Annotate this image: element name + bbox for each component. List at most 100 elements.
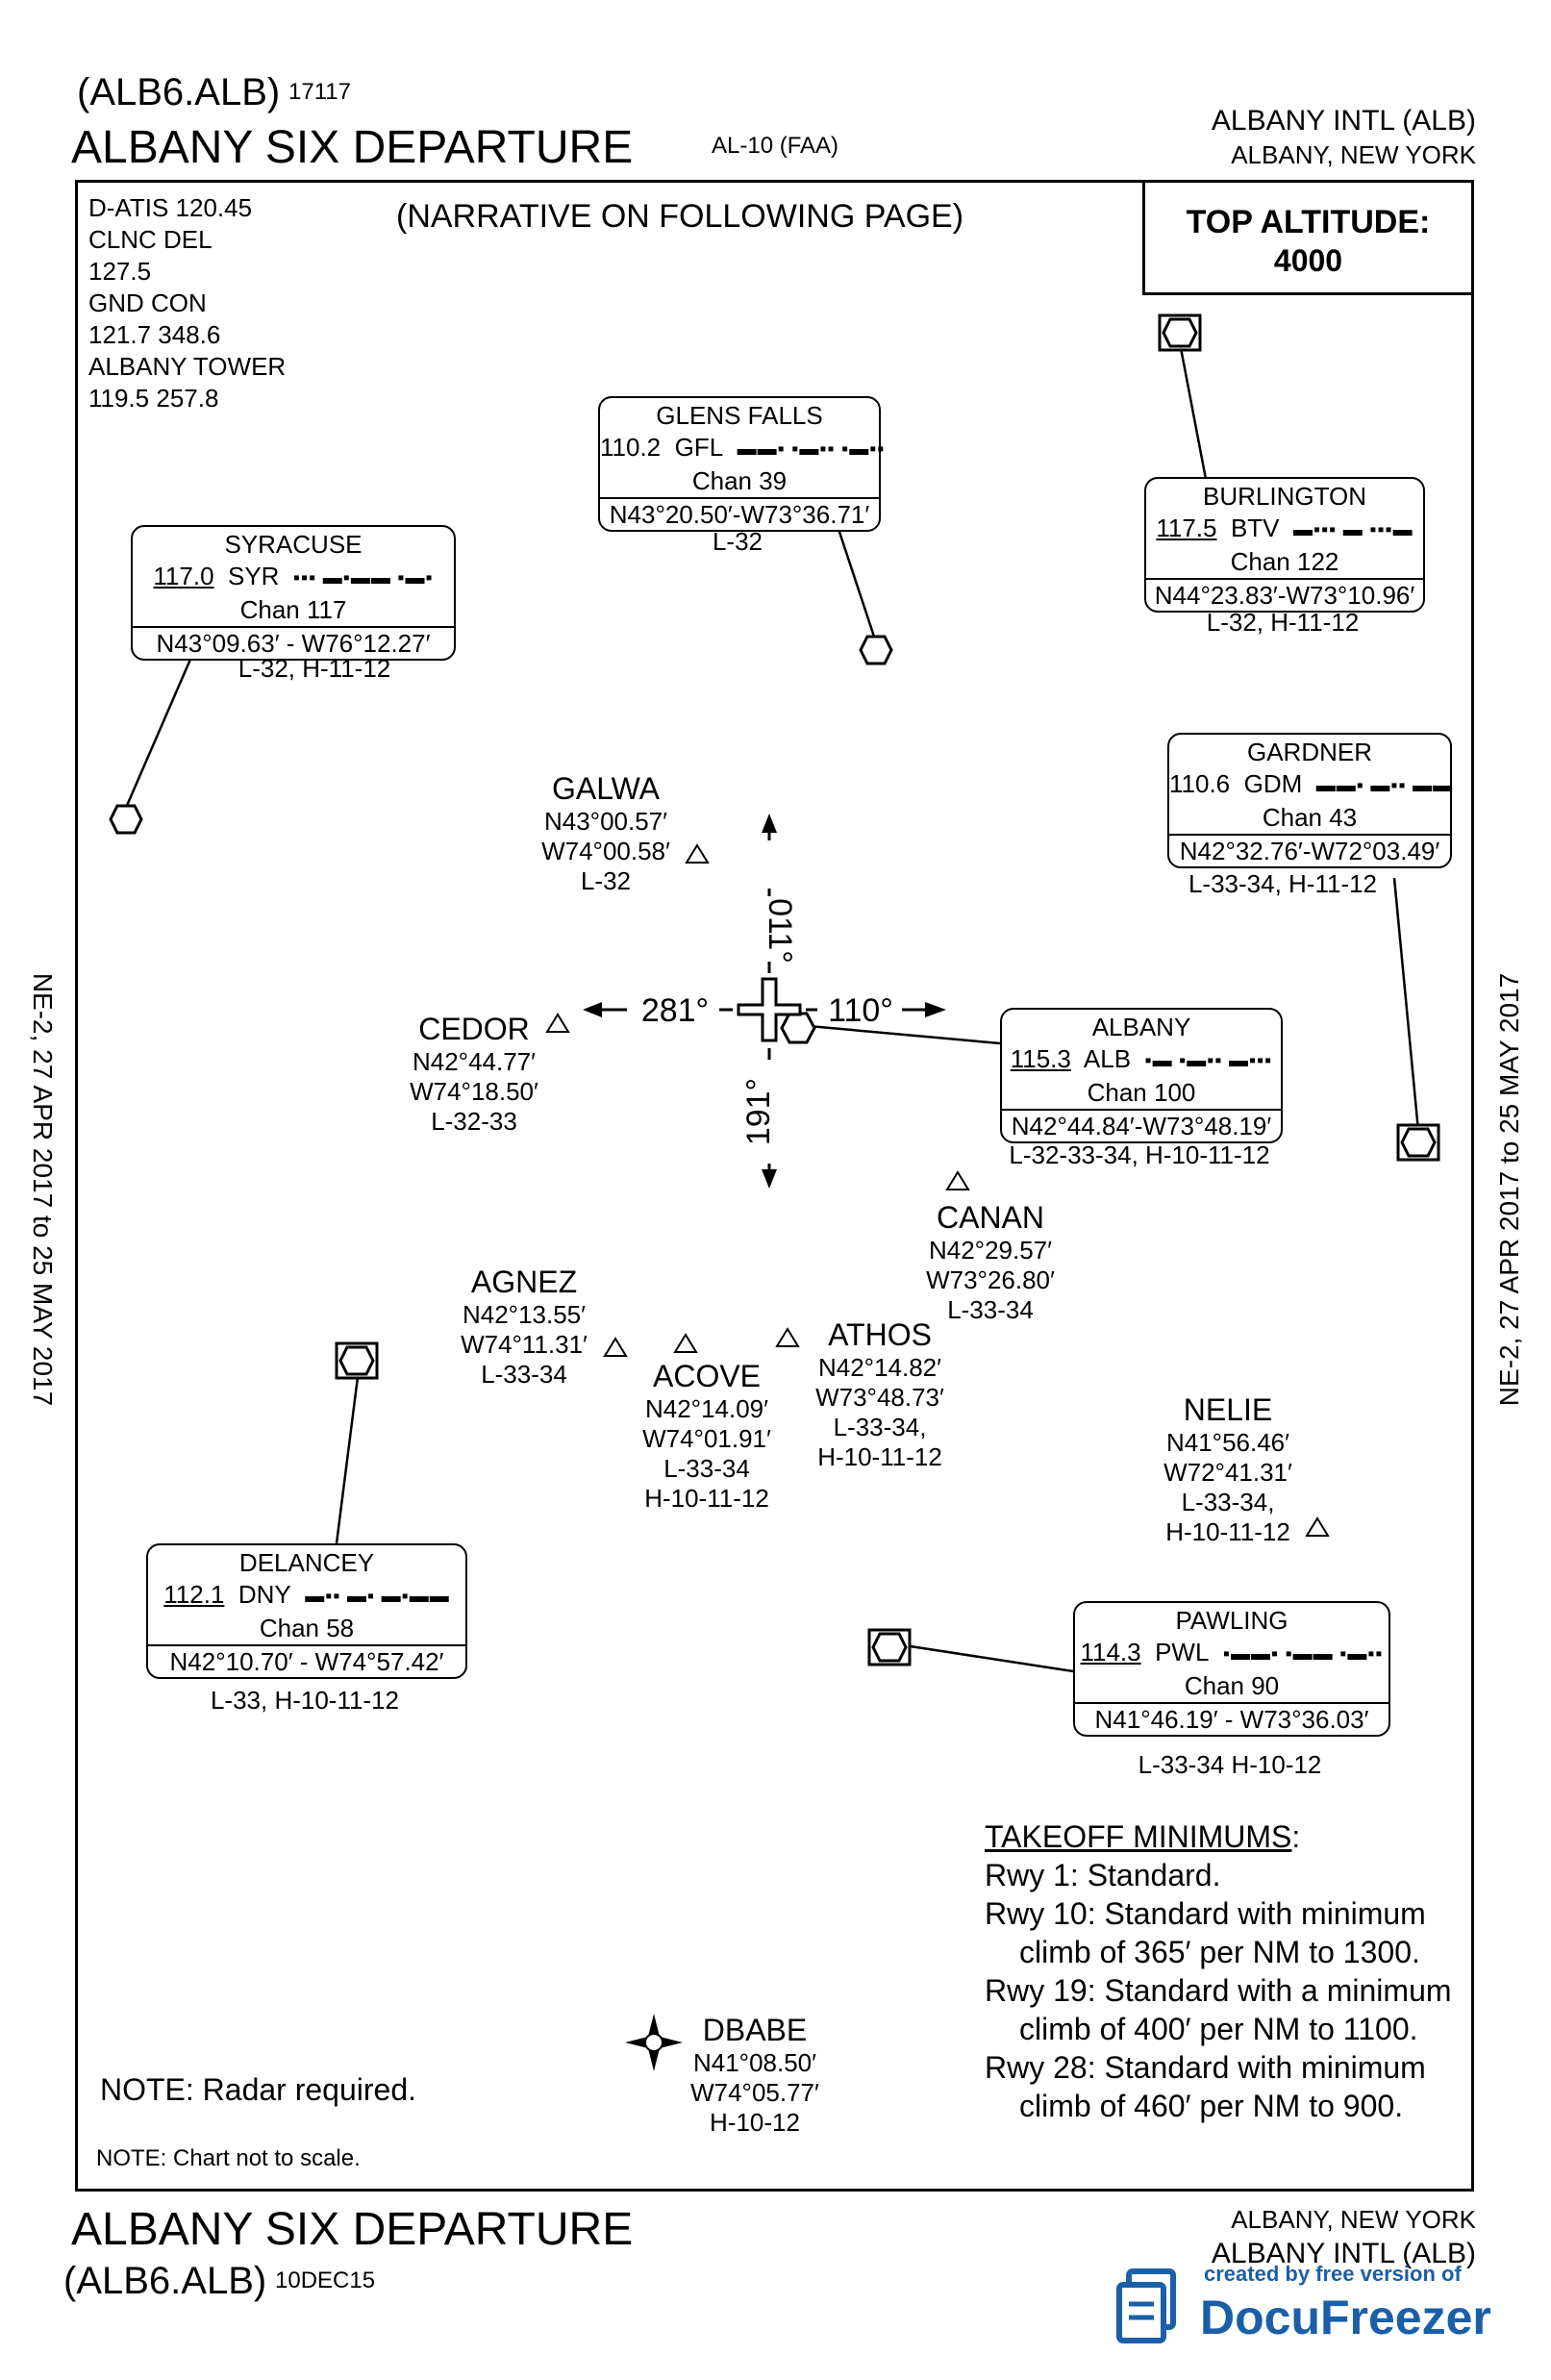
fix-charts: H-10-12 [710, 2108, 800, 2137]
fix-canan: CANAN N42°29.57′ W73°26.80′ L-33-34 [909, 1200, 1072, 1325]
navaid-freq: 112.1 [163, 1580, 225, 1609]
fix-agnez: AGNEZ N42°13.55′ W74°11.31′ L-33-34 [442, 1265, 606, 1390]
footer-amendment: 10DEC15 [275, 2267, 376, 2293]
fix-lat: N41°08.50′ [692, 2048, 817, 2077]
fix-name: NELIE [1183, 1392, 1273, 1427]
fix-lon: W73°26.80′ [926, 1265, 1055, 1294]
navaid-chan: Chan 122 [1230, 546, 1339, 576]
comm-atis: D-ATIS 120.45 [88, 193, 253, 222]
comm-gnd-label: GND CON [88, 288, 207, 317]
navaid-freq: 110.6 [1169, 769, 1231, 798]
fix-lat: N41°56.46′ [1165, 1428, 1290, 1457]
navaid-coord: N42°10.70′ - W74°57.42′ [148, 1643, 465, 1677]
heading-west-label: 281° [641, 992, 709, 1029]
watermark-brand: DocuFreezer [1200, 2291, 1491, 2344]
navaid-pawling: PAWLING 114.3 PWL ▪▬▬▪ ▪▬▬ ▪▬▪▪ Chan 90 … [1073, 1601, 1390, 1737]
fix-charts: L-32 [580, 866, 632, 895]
navaid-freq-line: 110.2 GFL ▬▬▪ ▪▬▪▪ ▪▬▪▪ [600, 432, 884, 465]
fix-lat: N42°14.82′ [817, 1353, 942, 1382]
docufreezer-logo-icon [1116, 2268, 1176, 2343]
dbabe-waypoint-icon [625, 2014, 683, 2071]
heading-south-label: 191° [740, 1078, 777, 1145]
docufreezer-watermark: created by free version of DocuFreezer [1115, 2262, 1519, 2350]
glens-falls-vortac-icon [859, 635, 893, 665]
burlington-vordme-icon [1158, 313, 1202, 352]
fix-lon: W74°18.50′ [410, 1077, 538, 1106]
navaid-name: BURLINGTON [1203, 482, 1366, 511]
comm-tower-label: ALBANY TOWER [88, 352, 287, 381]
chart-frame [75, 180, 1474, 2192]
syracuse-leader [124, 654, 194, 809]
fix-lon: W72°41.31′ [1163, 1458, 1292, 1487]
canan-fix-icon [945, 1170, 970, 1190]
navaid-charts: L-33-34, H-11-12 [1188, 869, 1378, 898]
navaid-chan: Chan 117 [239, 594, 347, 624]
fix-name: ATHOS [828, 1317, 932, 1352]
navaid-chan: Chan 58 [259, 1613, 355, 1642]
fix-lon: W74°00.58′ [541, 837, 670, 865]
navaid-freq: 117.0 [153, 562, 214, 590]
morse-code-icon: ▬▪▪▪ ▬ ▪▪▪▬ [1292, 518, 1413, 540]
navaid-freq-line: 112.1 DNY ▬▪▪ ▬▪ ▬▪▬▬ [148, 1579, 465, 1613]
navaid-charts: L-32, H-11-12 [238, 654, 391, 683]
footer-title: ALBANY SIX DEPARTURE [71, 2204, 634, 2255]
navaid-id: SYR [228, 562, 280, 590]
navaid-syracuse: SYRACUSE 117.0 SYR ▪▪▪ ▬▪▬▬ ▪▬▪ Chan 117… [131, 525, 456, 661]
navaid-delancey: DELANCEY 112.1 DNY ▬▪▪ ▬▪ ▬▪▬▬ Chan 58 N… [146, 1543, 467, 1679]
navaid-chan: Chan 100 [1087, 1077, 1196, 1107]
navaid-id: DNY [238, 1580, 291, 1609]
comm-gnd-freq: 121.7 348.6 [88, 320, 221, 349]
navaid-freq: 110.2 [600, 433, 662, 462]
takeoff-minimums: TAKEOFF MINIMUMS: Rwy 1: Standard. Rwy 1… [985, 1817, 1452, 2125]
fix-lat: N42°29.57′ [928, 1236, 1053, 1265]
navaid-coord: N43°09.63′ - W76°12.27′ [133, 625, 454, 659]
fix-nelie: NELIE N41°56.46′ W72°41.31′ L-33-34, H-1… [1146, 1392, 1310, 1547]
navaid-freq-line: 114.3 PWL ▪▬▬▪ ▪▬▬ ▪▬▪▪ [1075, 1637, 1388, 1670]
navaid-coord: N44°23.83′-W73°10.96′ [1146, 577, 1423, 611]
navaid-freq-line: 115.3 ALB ▪▬ ▪▬▪▪ ▬▪▪▪ [1002, 1043, 1281, 1077]
fix-lat: N42°44.77′ [412, 1047, 537, 1076]
gardner-leader [1392, 877, 1420, 1132]
pawling-vordme-icon [867, 1628, 912, 1666]
fix-lon: W74°01.91′ [642, 1424, 771, 1453]
albany-vortac-icon [780, 1012, 816, 1044]
cedor-fix-icon [545, 1013, 570, 1033]
fix-galwa: GALWA N43°00.57′ W74°00.58′ L-32 [524, 771, 688, 896]
fix-charts: L-33-34 [947, 1295, 1034, 1324]
fix-name: DBABE [702, 2013, 808, 2047]
fix-lat: N42°13.55′ [462, 1300, 587, 1329]
city-name: ALBANY, NEW YORK [1231, 140, 1476, 169]
fix-athos: ATHOS N42°14.82′ W73°48.73′ L-33-34, H-1… [798, 1317, 962, 1472]
takeoff-minimums-heading: TAKEOFF MINIMUMS: [985, 1817, 1452, 1856]
nelie-fix-icon [1305, 1516, 1330, 1537]
takeoff-min-line: climb of 365′ per NM to 1300. [1019, 1935, 1420, 1969]
navaid-gardner: GARDNER 110.6 GDM ▬▬▪ ▬▪▪ ▬▬ Chan 43 N42… [1167, 733, 1452, 868]
navaid-chan: Chan 39 [691, 465, 788, 495]
fix-charts-high: H-10-11-12 [1165, 1517, 1290, 1546]
syracuse-vortac-icon [109, 804, 143, 835]
narrative-note: (NARRATIVE ON FOLLOWING PAGE) [396, 198, 964, 235]
navaid-name: GLENS FALLS [656, 401, 823, 430]
takeoff-min-line: climb of 400′ per NM to 1100. [1019, 2012, 1418, 2046]
top-altitude-box: TOP ALTITUDE: 4000 [1142, 180, 1474, 295]
athos-fix-icon [775, 1327, 800, 1347]
fix-charts: L-33-34 [663, 1454, 750, 1483]
navaid-name: PAWLING [1175, 1606, 1288, 1635]
fix-charts-high: H-10-11-12 [817, 1442, 942, 1471]
acove-fix-icon [673, 1333, 698, 1353]
navaid-freq-line: 117.5 BTV ▬▪▪▪ ▬ ▪▪▪▬ [1146, 513, 1423, 546]
navaid-glens-falls: GLENS FALLS 110.2 GFL ▬▬▪ ▪▬▪▪ ▪▬▪▪ Chan… [598, 396, 884, 532]
navaid-name: DELANCEY [238, 1548, 375, 1577]
navaid-coord: N42°32.76′-W72°03.49′ [1169, 833, 1450, 866]
delancey-leader [335, 1376, 360, 1544]
comm-clnc-label: CLNC DEL [88, 225, 213, 254]
fix-charts: L-33-34, [833, 1413, 927, 1441]
takeoff-min-line: Rwy 1: Standard. [985, 1858, 1221, 1892]
takeoff-minimums-title: TAKEOFF MINIMUMS [985, 1819, 1292, 1854]
airport-ref: AL-10 (FAA) [712, 133, 839, 159]
navaid-freq-line: 117.0 SYR ▪▪▪ ▬▪▬▬ ▪▬▪ [133, 561, 454, 594]
navaid-charts: L-33, H-10-11-12 [210, 1686, 400, 1715]
takeoff-min-line: Rwy 19: Standard with a minimum [985, 1973, 1452, 2008]
navaid-id: GDM [1243, 769, 1303, 798]
note-scale: NOTE: Chart not to scale. [96, 2145, 361, 2171]
